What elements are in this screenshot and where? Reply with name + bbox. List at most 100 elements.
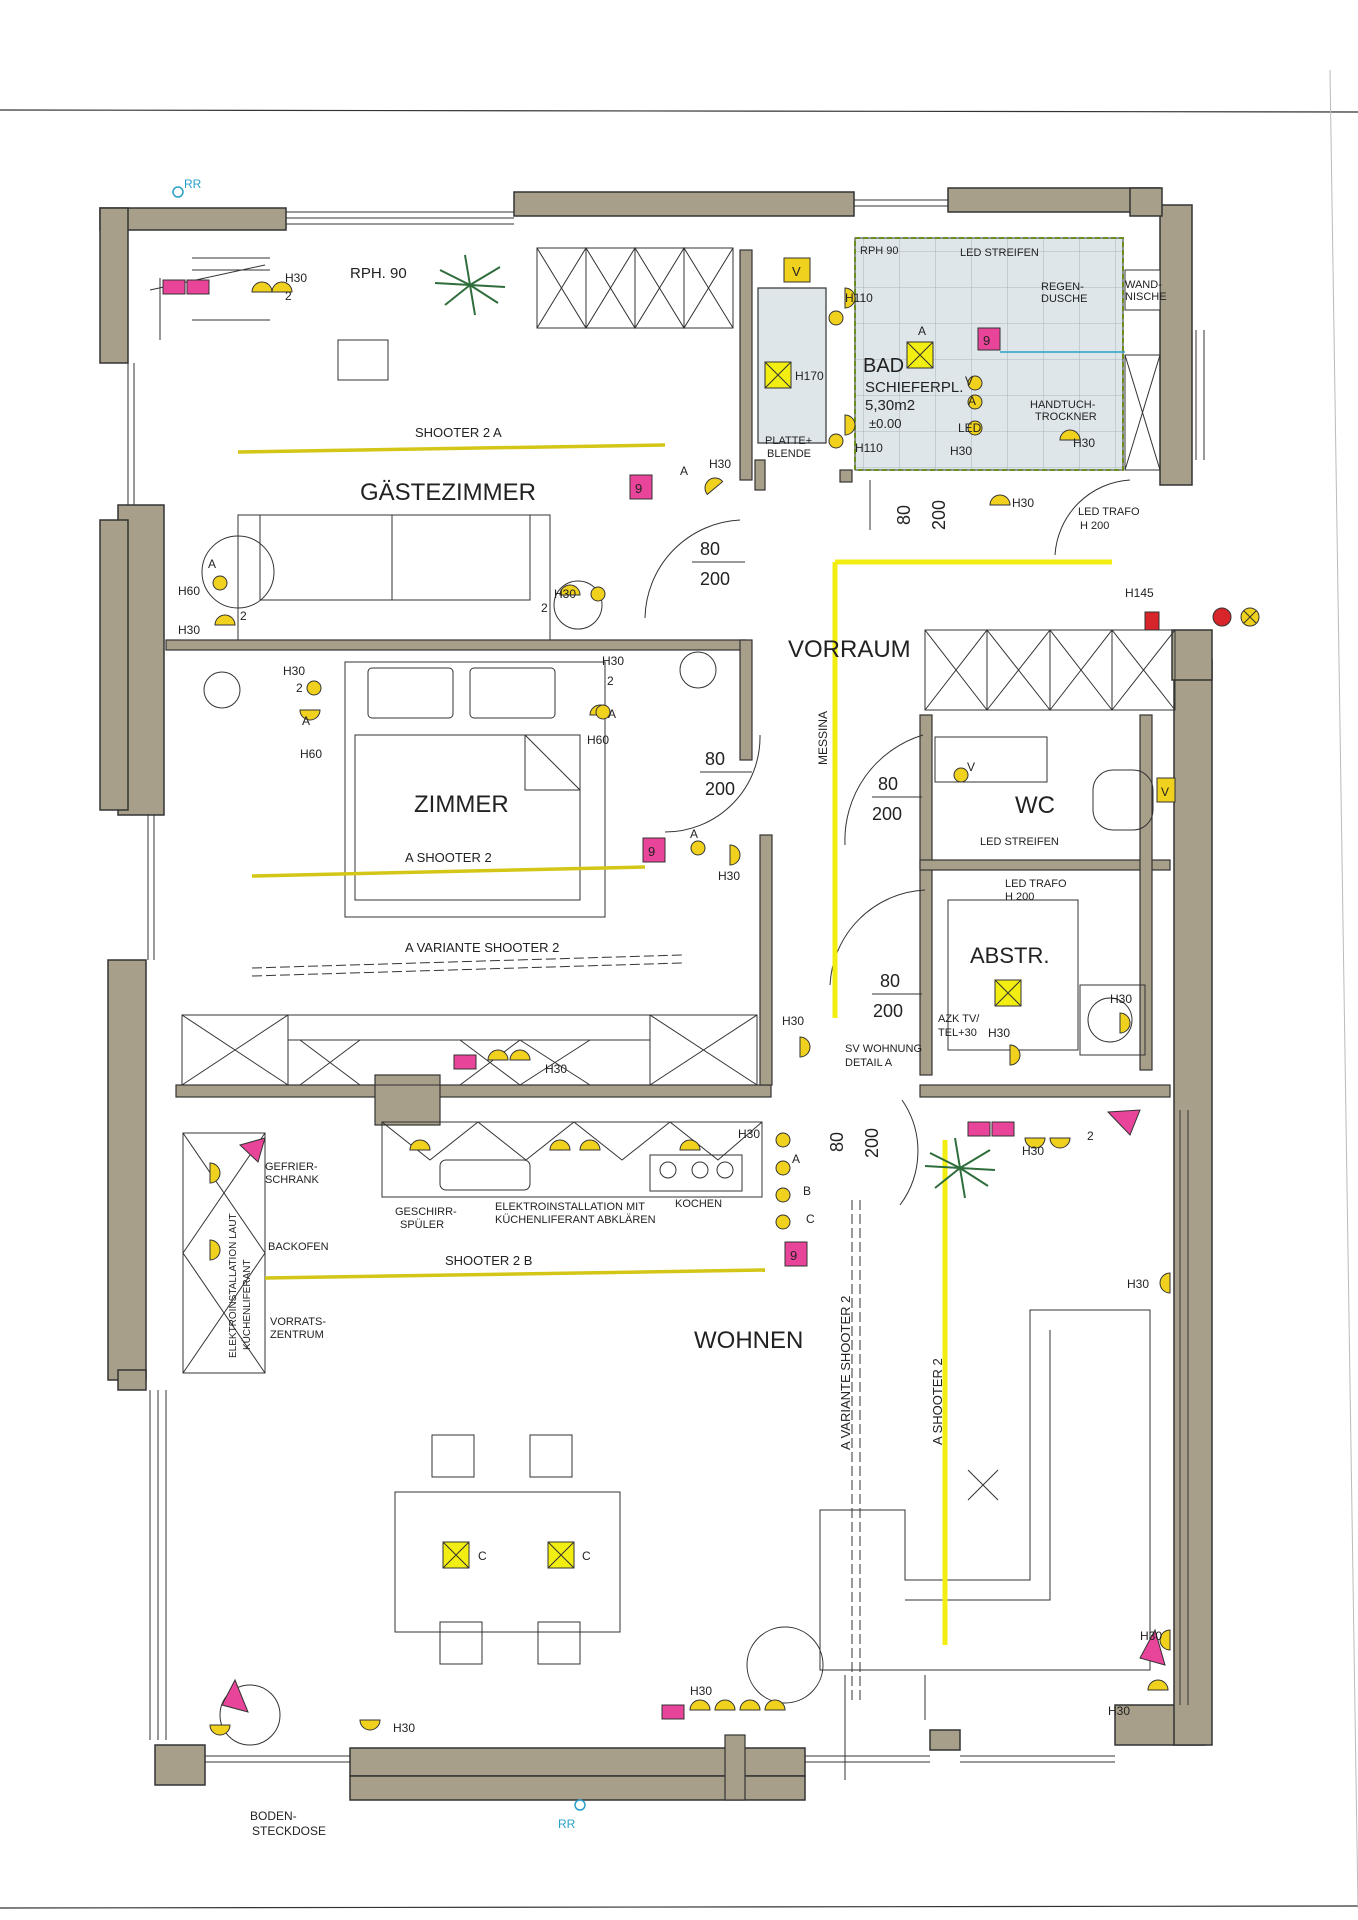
- luminaire-symbols: [442, 341, 1022, 1569]
- svg-text:A: A: [302, 714, 310, 728]
- room-wohnen: WOHNEN: [694, 1327, 803, 1354]
- led-and-shooter-lines: [832, 559, 1112, 1645]
- svg-text:A SHOOTER 2: A SHOOTER 2: [405, 850, 492, 865]
- bath-v-box: [783, 257, 811, 283]
- bath-fixture-cross: [1124, 354, 1161, 471]
- svg-text:LED STREIFEN: LED STREIFEN: [960, 247, 1039, 259]
- ceiling-light-icon: [764, 361, 792, 389]
- room-names: GÄSTEZIMMER ZIMMER VORRAUM WOHNEN BAD SC…: [360, 355, 1055, 1354]
- doorbell-icon: [1212, 607, 1260, 627]
- svg-text:V: V: [967, 760, 975, 774]
- bad-level: ±0.00: [869, 416, 901, 431]
- svg-text:KÜCHENLIFERANT ABKLÄREN: KÜCHENLIFERANT ABKLÄREN: [495, 1214, 656, 1226]
- switch-circles: [212, 310, 983, 1230]
- svg-text:H60: H60: [300, 747, 322, 761]
- svg-text:200: 200: [705, 779, 735, 799]
- svg-text:KOCHEN: KOCHEN: [675, 1198, 722, 1210]
- svg-text:2: 2: [240, 609, 247, 623]
- svg-text:SHOOTER 2 B: SHOOTER 2 B: [445, 1253, 532, 1268]
- svg-text:2: 2: [285, 289, 292, 303]
- svg-text:KÜCHENLIFERANT: KÜCHENLIFERANT: [241, 1259, 253, 1350]
- svg-text:9: 9: [983, 333, 990, 348]
- variant-shooter-lines: [251, 954, 861, 1700]
- annotation-labels: RPH. 90 RPH 90 LED STREIFEN REGEN- DUSCH…: [228, 245, 1167, 1838]
- svg-text:A VARIANTE SHOOTER 2: A VARIANTE SHOOTER 2: [838, 1296, 853, 1450]
- svg-text:H60: H60: [587, 733, 609, 747]
- svg-text:80: 80: [705, 749, 725, 769]
- svg-text:9: 9: [648, 844, 655, 859]
- svg-text:VORRATS-: VORRATS-: [270, 1316, 326, 1328]
- svg-text:A VARIANTE SHOOTER 2: A VARIANTE SHOOTER 2: [405, 940, 559, 955]
- svg-text:A SHOOTER 2: A SHOOTER 2: [930, 1358, 945, 1445]
- svg-text:B: B: [803, 1184, 811, 1198]
- svg-text:GESCHIRR-: GESCHIRR-: [395, 1206, 457, 1218]
- room-wc: WC: [1015, 792, 1055, 819]
- wall-light-symbols: [209, 281, 1171, 1736]
- svg-text:REGEN-: REGEN-: [1041, 281, 1084, 293]
- svg-text:H30: H30: [602, 654, 624, 668]
- room-abstr: ABSTR.: [970, 943, 1049, 968]
- height-marks: H30 2 H30 A H110 H170 H110 H30 A V A LED…: [178, 271, 1162, 1735]
- svg-text:H30: H30: [285, 271, 307, 285]
- room-bad: BAD: [863, 355, 904, 377]
- svg-text:H30: H30: [283, 664, 305, 678]
- socket-labels: 9 9 9 9: [635, 333, 990, 1263]
- svg-text:LED TRAFO: LED TRAFO: [1078, 506, 1140, 518]
- room-gastezimmer: GÄSTEZIMMER: [360, 479, 536, 506]
- svg-text:H30: H30: [1127, 1277, 1149, 1291]
- svg-text:200: 200: [700, 569, 730, 589]
- svg-text:H30: H30: [690, 1684, 712, 1698]
- svg-text:V: V: [1161, 785, 1169, 799]
- socket-symbols: [162, 279, 1160, 1720]
- svg-text:C: C: [478, 1549, 487, 1563]
- interior-walls: [165, 249, 1171, 1801]
- svg-text:200: 200: [873, 1001, 903, 1021]
- svg-text:80: 80: [827, 1132, 847, 1152]
- ceiling-light-icon: [994, 979, 1022, 1007]
- plant-icon: [434, 254, 996, 1199]
- bad-surface: SCHIEFERPL.: [865, 379, 963, 396]
- ceiling-light-icon: [442, 1541, 470, 1569]
- svg-text:LED TRAFO: LED TRAFO: [1005, 878, 1067, 890]
- svg-text:H170: H170: [795, 369, 824, 383]
- cabinet-blocks: [149, 247, 1176, 1671]
- svg-text:H110: H110: [845, 291, 873, 305]
- svg-text:80: 80: [894, 505, 914, 525]
- svg-text:A: A: [792, 1152, 800, 1166]
- svg-text:DUSCHE: DUSCHE: [1041, 293, 1087, 305]
- svg-text:80: 80: [880, 971, 900, 991]
- svg-text:H30: H30: [1140, 1629, 1162, 1643]
- svg-text:H 200: H 200: [1005, 891, 1034, 903]
- bath-niche: [1124, 269, 1161, 311]
- svg-text:TROCKNER: TROCKNER: [1035, 411, 1097, 423]
- svg-text:H30: H30: [950, 444, 972, 458]
- svg-text:MESSINA: MESSINA: [816, 711, 830, 765]
- svg-text:SCHRANK: SCHRANK: [265, 1174, 319, 1186]
- svg-text:SHOOTER 2 A: SHOOTER 2 A: [415, 425, 502, 440]
- bath-shower-zone: [854, 237, 1124, 471]
- svg-text:2: 2: [1087, 1129, 1094, 1143]
- svg-text:GEFRIER-: GEFRIER-: [265, 1161, 318, 1173]
- svg-text:STECKDOSE: STECKDOSE: [252, 1824, 326, 1838]
- svg-text:BODEN-: BODEN-: [250, 1809, 297, 1823]
- svg-text:H30: H30: [738, 1127, 760, 1141]
- rr-marker-bottom: RR: [558, 1799, 586, 1831]
- svg-text:A: A: [208, 557, 216, 571]
- room-vorraum: VORRAUM: [788, 636, 911, 663]
- svg-text:LED: LED: [958, 421, 982, 435]
- bath-v-label: V: [792, 264, 801, 279]
- svg-text:H110: H110: [855, 441, 883, 455]
- svg-text:C: C: [582, 1549, 591, 1563]
- ceiling-light-icon: [906, 341, 934, 369]
- svg-text:H30: H30: [1108, 1704, 1130, 1718]
- ventilation-boxes: V: [1156, 777, 1176, 803]
- svg-text:H30: H30: [1073, 436, 1095, 450]
- svg-text:200: 200: [872, 804, 902, 824]
- door-dimensions: 80 200 80 200 80 200 80 200 80 200 80 20…: [692, 500, 949, 1158]
- svg-text:2: 2: [607, 674, 614, 688]
- door-swings: [201, 479, 1131, 1780]
- svg-text:LED STREIFEN: LED STREIFEN: [980, 836, 1059, 848]
- svg-text:BACKOFEN: BACKOFEN: [268, 1241, 329, 1253]
- svg-text:ELEKTROINSTALLATION LAUT: ELEKTROINSTALLATION LAUT: [228, 1213, 239, 1358]
